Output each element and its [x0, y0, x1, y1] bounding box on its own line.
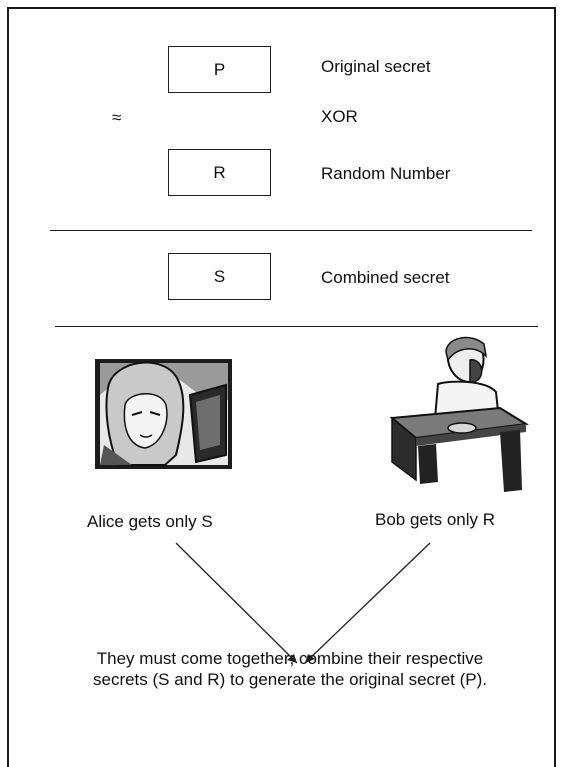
conclusion-text: They must come together; combine their r…	[92, 649, 487, 689]
alice-caption: Alice gets only S	[87, 512, 213, 531]
label-combined-secret: Combined secret	[321, 268, 450, 287]
alice-clipart-icon	[95, 359, 232, 469]
label-xor: XOR	[321, 107, 358, 126]
label-original-secret: Original secret	[321, 57, 431, 76]
diagram-frame	[7, 7, 556, 767]
divider-bottom	[55, 326, 538, 327]
box-p: P	[168, 46, 271, 93]
label-random-number: Random Number	[321, 164, 451, 183]
box-r: R	[168, 149, 271, 196]
approx-symbol: ≈	[112, 108, 122, 127]
box-s: S	[168, 253, 271, 300]
divider-top	[50, 230, 532, 231]
bob-caption: Bob gets only R	[375, 510, 496, 529]
bob-clipart-icon	[389, 336, 529, 492]
